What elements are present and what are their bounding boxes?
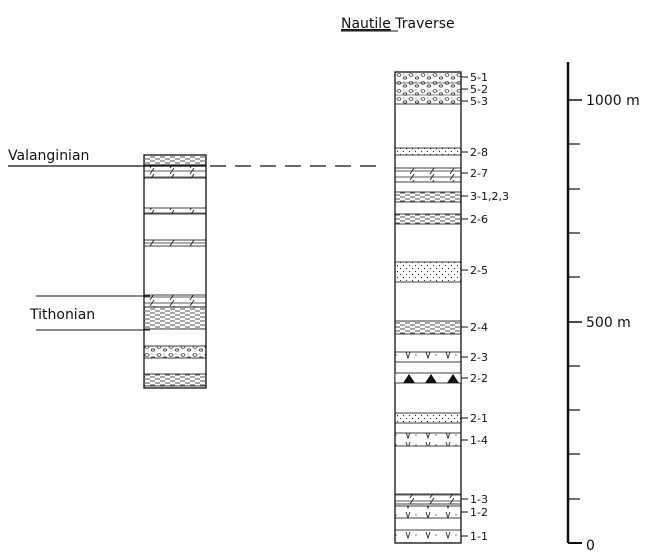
sample-label-1-4: 1-4 bbox=[470, 434, 488, 447]
tithonian-label: Tithonian bbox=[29, 307, 95, 323]
sample-label-5-2: 5-2 bbox=[470, 83, 488, 96]
diagram-title: Nautile Traverse bbox=[341, 16, 455, 32]
sample-label-2-2: 2-2 bbox=[470, 372, 488, 385]
sample-label-1-1: 1-1 bbox=[470, 530, 488, 543]
valanginian-label: Valanginian bbox=[8, 148, 89, 164]
sample-label-5-1: 5-1 bbox=[470, 71, 488, 84]
scale-label-500m: 500 m bbox=[586, 315, 631, 331]
sample-label-2-3: 2-3 bbox=[470, 351, 488, 364]
sample-label-2-7: 2-7 bbox=[470, 167, 488, 180]
sample-label-2-5: 2-5 bbox=[470, 264, 488, 277]
sample-label-5-3: 5-3 bbox=[470, 95, 488, 108]
sample-label-2-8: 2-8 bbox=[470, 146, 488, 159]
sample-label-2-4: 2-4 bbox=[470, 321, 488, 334]
nautile-section-column bbox=[394, 71, 462, 544]
sample-label-3-1-2-3: 3-1,2,3 bbox=[470, 190, 509, 203]
scale-bar bbox=[566, 62, 582, 544]
sample-labels: 5-1 5-2 5-3 2-8 2-7 3-1,2,3 2-6 2-5 2-4 … bbox=[461, 71, 509, 543]
sample-label-1-2: 1-2 bbox=[470, 506, 488, 519]
left-section-column bbox=[143, 154, 207, 389]
sample-label-1-3: 1-3 bbox=[470, 493, 488, 506]
scale-label-1000m: 1000 m bbox=[586, 93, 640, 109]
scale-label-zero: 0 bbox=[586, 538, 595, 553]
sample-label-2-1: 2-1 bbox=[470, 412, 488, 425]
sample-label-2-6: 2-6 bbox=[470, 213, 488, 226]
